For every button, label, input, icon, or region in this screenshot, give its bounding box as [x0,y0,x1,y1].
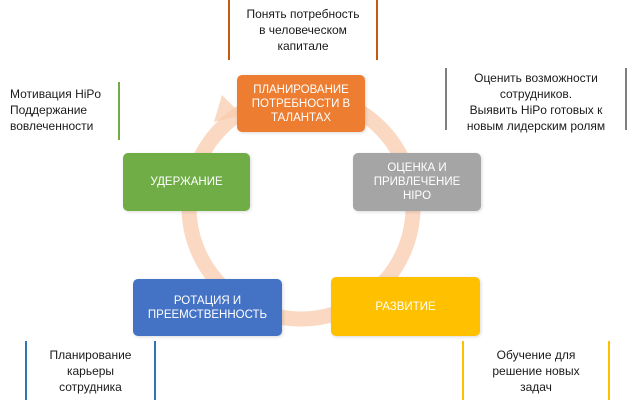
stage-development-label: РАЗВИТИЕ [375,300,436,313]
cycle-arrowhead [214,95,242,122]
note-rotation-line: карьеры [66,364,115,378]
note-assessment-line: Оценить возможности [474,71,598,85]
stage-rotation: РОТАЦИЯ И ПРЕЕМСТВЕННОСТЬ [133,279,282,336]
stage-retention: УДЕРЖАНИЕ [123,153,250,211]
note-planning-line: в человеческом [259,23,347,37]
stage-assessment-label: ОЦЕНКА И ПРИВЛЕЧЕНИЕ HIPO [373,162,461,202]
stage-rotation-label: РОТАЦИЯ И ПРЕЕМСТВЕННОСТЬ [147,294,268,321]
stage-planning-label: ПЛАНИРОВАНИЕ ПОТРЕБНОСТИ В ТАЛАНТАХ [251,83,351,124]
note-development-line: решение новых [492,364,580,378]
note-rotation-line: Планирование [49,348,132,362]
note-retention-line: Поддержание [10,103,88,117]
stage-planning: ПЛАНИРОВАНИЕ ПОТРЕБНОСТИ В ТАЛАНТАХ [237,75,365,132]
note-development-line: Обучение для [496,348,576,362]
note-planning-line: капитале [277,39,329,53]
note-assessment-line: новым лидерским ролям [466,119,606,133]
note-rotation-line: сотрудника [59,380,122,394]
note-assessment-line: Выявить HiPo готовых к [469,103,603,117]
note-development: Обучение для решение новых задач [462,341,610,400]
stage-assessment: ОЦЕНКА И ПРИВЛЕЧЕНИЕ HIPO [353,153,481,211]
note-retention-line: вовлеченности [10,119,94,133]
note-planning: Понять потребность в человеческом капита… [228,0,378,60]
note-development-line: задач [520,380,552,394]
stage-retention-label: УДЕРЖАНИЕ [150,176,223,188]
note-assessment-line: сотрудников. [499,87,573,101]
stage-development: РАЗВИТИЕ [331,277,480,336]
note-planning-line: Понять потребность [246,7,360,21]
note-retention: Мотивация HiPo Поддержание вовлеченности [4,82,120,140]
note-assessment: Оценить возможности сотрудников. Выявить… [445,68,627,133]
note-rotation: Планирование карьеры сотрудника [25,341,156,400]
note-retention-line: Мотивация HiPo [10,87,102,101]
